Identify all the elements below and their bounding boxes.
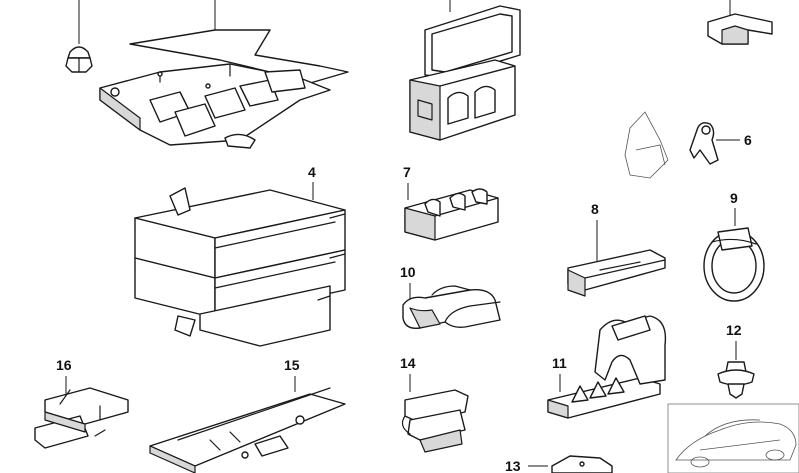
part-label-6: 6: [744, 132, 752, 148]
part-11-drawing: 11: [547, 315, 667, 419]
part-label-13: 13: [505, 458, 521, 473]
part-label-8: 8: [591, 201, 599, 217]
part-12-drawing: 12: [717, 322, 755, 399]
part-label-16: 16: [56, 357, 72, 373]
ghost-clip-drawing: [624, 111, 669, 179]
top-right-clip-drawing: [707, 0, 773, 45]
part-9-drawing: 9: [703, 190, 765, 302]
part-8-drawing: 8: [567, 201, 666, 297]
part-7-drawing: 7: [403, 164, 499, 241]
part-4-drawing: 4: [134, 164, 346, 347]
part-6-drawing: 6: [689, 122, 752, 165]
part-label-10: 10: [400, 264, 416, 280]
part-label-12: 12: [726, 322, 742, 338]
part-label-9: 9: [730, 190, 738, 206]
part-label-7: 7: [403, 164, 411, 180]
part-14-drawing: 14: [400, 355, 469, 453]
part-16-drawing: 16: [34, 357, 129, 449]
part-10-drawing: 10: [400, 264, 501, 329]
part-15-drawing: 15: [149, 357, 346, 473]
part-label-4: 4: [308, 164, 316, 180]
part-label-14: 14: [400, 355, 416, 371]
relay-carrier-drawing: [99, 0, 349, 149]
cap-nut-drawing: [65, 0, 93, 73]
part-label-15: 15: [284, 357, 300, 373]
part-13-drawing: 13: [505, 455, 613, 473]
vehicle-location-inset: [667, 403, 799, 473]
part-label-11: 11: [552, 355, 567, 371]
cable-housing-drawing: [409, 0, 521, 141]
